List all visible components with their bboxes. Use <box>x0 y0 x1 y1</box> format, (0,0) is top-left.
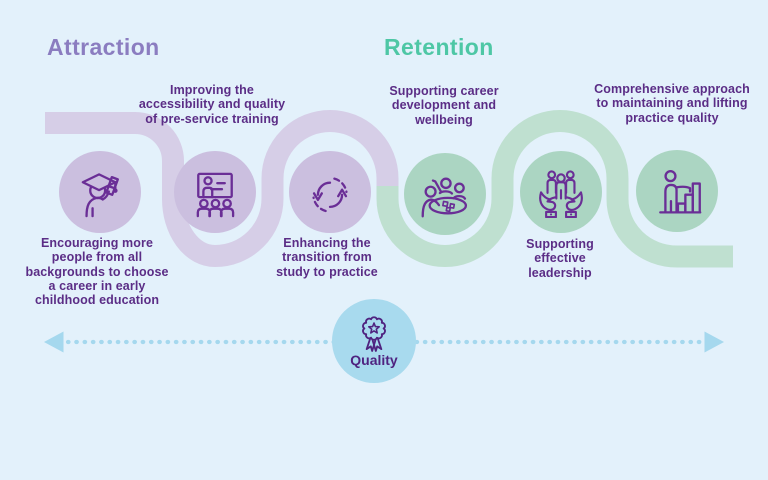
node-encourage-careers <box>59 151 141 233</box>
team-meeting-icon <box>419 168 471 220</box>
node-career-development <box>404 153 486 235</box>
cycle-arrows-icon <box>304 166 356 218</box>
node-label-career-development: Supporting career development and wellbe… <box>389 84 499 127</box>
hands-supporting-people-icon <box>535 166 587 218</box>
node-label-pre-service-training: Improving the accessibility and quality … <box>138 83 286 126</box>
node-label-practice-quality: Comprehensive approach to maintaining an… <box>594 82 750 125</box>
node-study-to-practice <box>289 151 371 233</box>
node-label-encourage-careers: Encouraging more people from all backgro… <box>25 236 169 307</box>
classroom-presentation-icon <box>189 166 241 218</box>
retention-ribbon-path <box>376 110 733 268</box>
left-arrowhead-icon <box>44 331 64 353</box>
node-practice-quality <box>636 150 718 232</box>
person-growth-chart-icon <box>651 165 703 217</box>
quality-badge-label: Quality <box>350 352 398 368</box>
award-rosette-icon <box>352 314 396 354</box>
node-pre-service-training <box>174 151 256 233</box>
quality-badge: Quality <box>332 299 416 383</box>
right-arrowhead-icon <box>704 331 724 353</box>
graduate-diploma-icon <box>74 166 126 218</box>
retention-heading: Retention <box>384 34 494 60</box>
attraction-ribbon-path <box>45 110 399 268</box>
node-label-effective-leadership: Supporting effective leadership <box>526 237 594 280</box>
node-label-study-to-practice: Enhancing the transition from study to p… <box>276 236 378 279</box>
node-effective-leadership <box>520 151 602 233</box>
attraction-heading: Attraction <box>47 34 160 60</box>
